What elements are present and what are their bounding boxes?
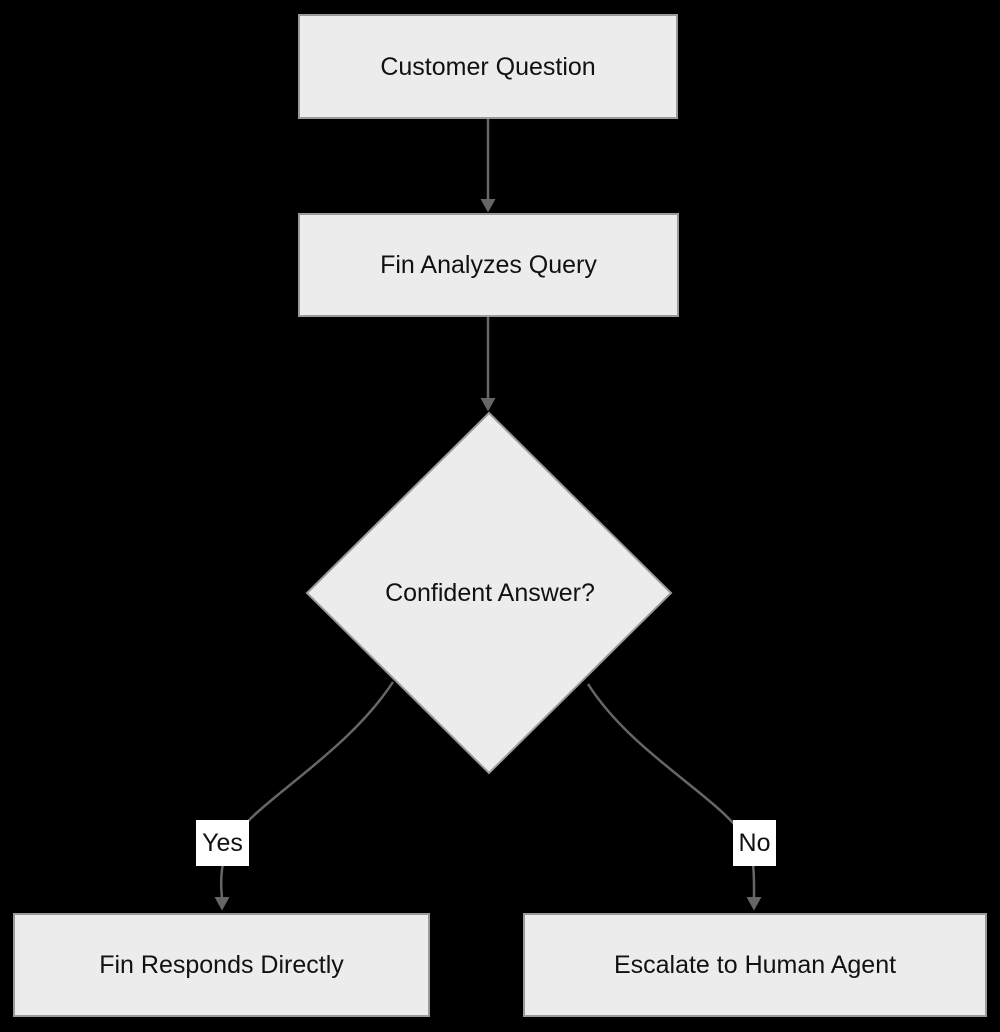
node-fin-analyzes-query: Fin Analyzes Query: [298, 213, 679, 317]
edge-label-no-text: No: [738, 828, 771, 857]
edge-no-path: [586, 683, 756, 899]
node-customer-question-label: Customer Question: [380, 52, 596, 81]
arrowhead-yes: [214, 897, 230, 911]
arrowhead-analyzes-to-decision: [480, 398, 496, 412]
arrowhead-no: [746, 897, 762, 911]
node-customer-question: Customer Question: [298, 14, 678, 119]
decision-diamond-shape: [305, 411, 673, 775]
node-escalate-to-human-agent: Escalate to Human Agent: [523, 913, 987, 1017]
arrowhead-customer-to-analyzes: [480, 199, 496, 213]
edge-label-yes: Yes: [196, 820, 249, 866]
edge-label-no: No: [733, 820, 776, 866]
edge-label-yes-text: Yes: [202, 828, 243, 857]
node-fin-responds-directly-label: Fin Responds Directly: [99, 951, 344, 979]
node-fin-analyzes-query-label: Fin Analyzes Query: [380, 251, 597, 279]
node-escalate-to-human-agent-label: Escalate to Human Agent: [613, 951, 897, 979]
edge-yes-path: [219, 681, 395, 899]
node-fin-responds-directly: Fin Responds Directly: [13, 913, 430, 1017]
